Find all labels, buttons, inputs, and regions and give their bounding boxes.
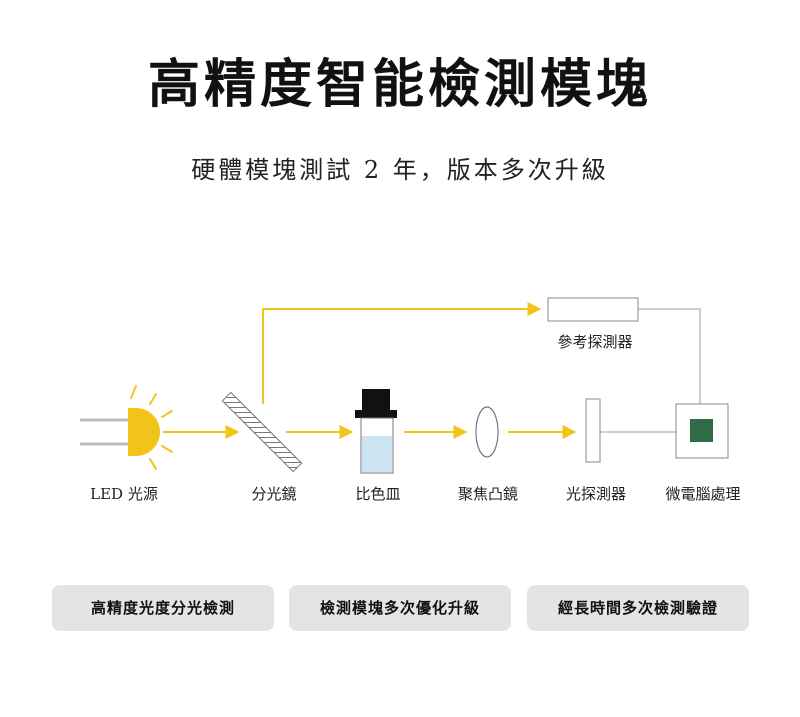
feature-badge-verification: 經長時間多次檢測驗證 <box>527 585 749 631</box>
signal-connectors <box>600 308 701 433</box>
reference-detector <box>547 297 639 322</box>
label-photodetector: 光探測器 <box>565 485 627 503</box>
connector-reference-to-processor <box>638 308 701 404</box>
cuvette-cap-rim <box>355 410 397 418</box>
feature-badge-upgrades: 檢測模塊多次優化升級 <box>289 585 511 631</box>
photodetector <box>585 398 601 463</box>
led-light-source <box>80 385 175 470</box>
cuvette <box>355 389 397 474</box>
feature-badge-precision: 高精度光度分光檢測 <box>52 585 274 631</box>
led-rays <box>130 385 175 470</box>
led-bulb <box>128 408 160 456</box>
convex-lens <box>475 406 499 458</box>
processor-chip <box>690 419 713 442</box>
label-microcomputer-processor: 微電腦處理 <box>665 485 741 503</box>
beam-splitter-to-reference <box>262 302 542 404</box>
label-convex-lens: 聚焦凸鏡 <box>457 485 519 503</box>
label-reference-detector: 參考探測器 <box>557 333 633 351</box>
beam-splitter <box>221 391 303 473</box>
label-led-light-source: LED 光源 <box>90 485 158 503</box>
page-subtitle: 硬體模塊測試 2 年，版本多次升級 <box>191 156 609 184</box>
microcomputer-processor <box>675 403 729 459</box>
label-cuvette: 比色皿 <box>355 485 401 503</box>
cuvette-liquid <box>362 436 392 472</box>
page-title: 高精度智能檢測模塊 <box>147 55 652 115</box>
label-beam-splitter: 分光鏡 <box>251 485 297 503</box>
cuvette-cap-top <box>362 389 390 411</box>
light-beams <box>173 302 577 439</box>
